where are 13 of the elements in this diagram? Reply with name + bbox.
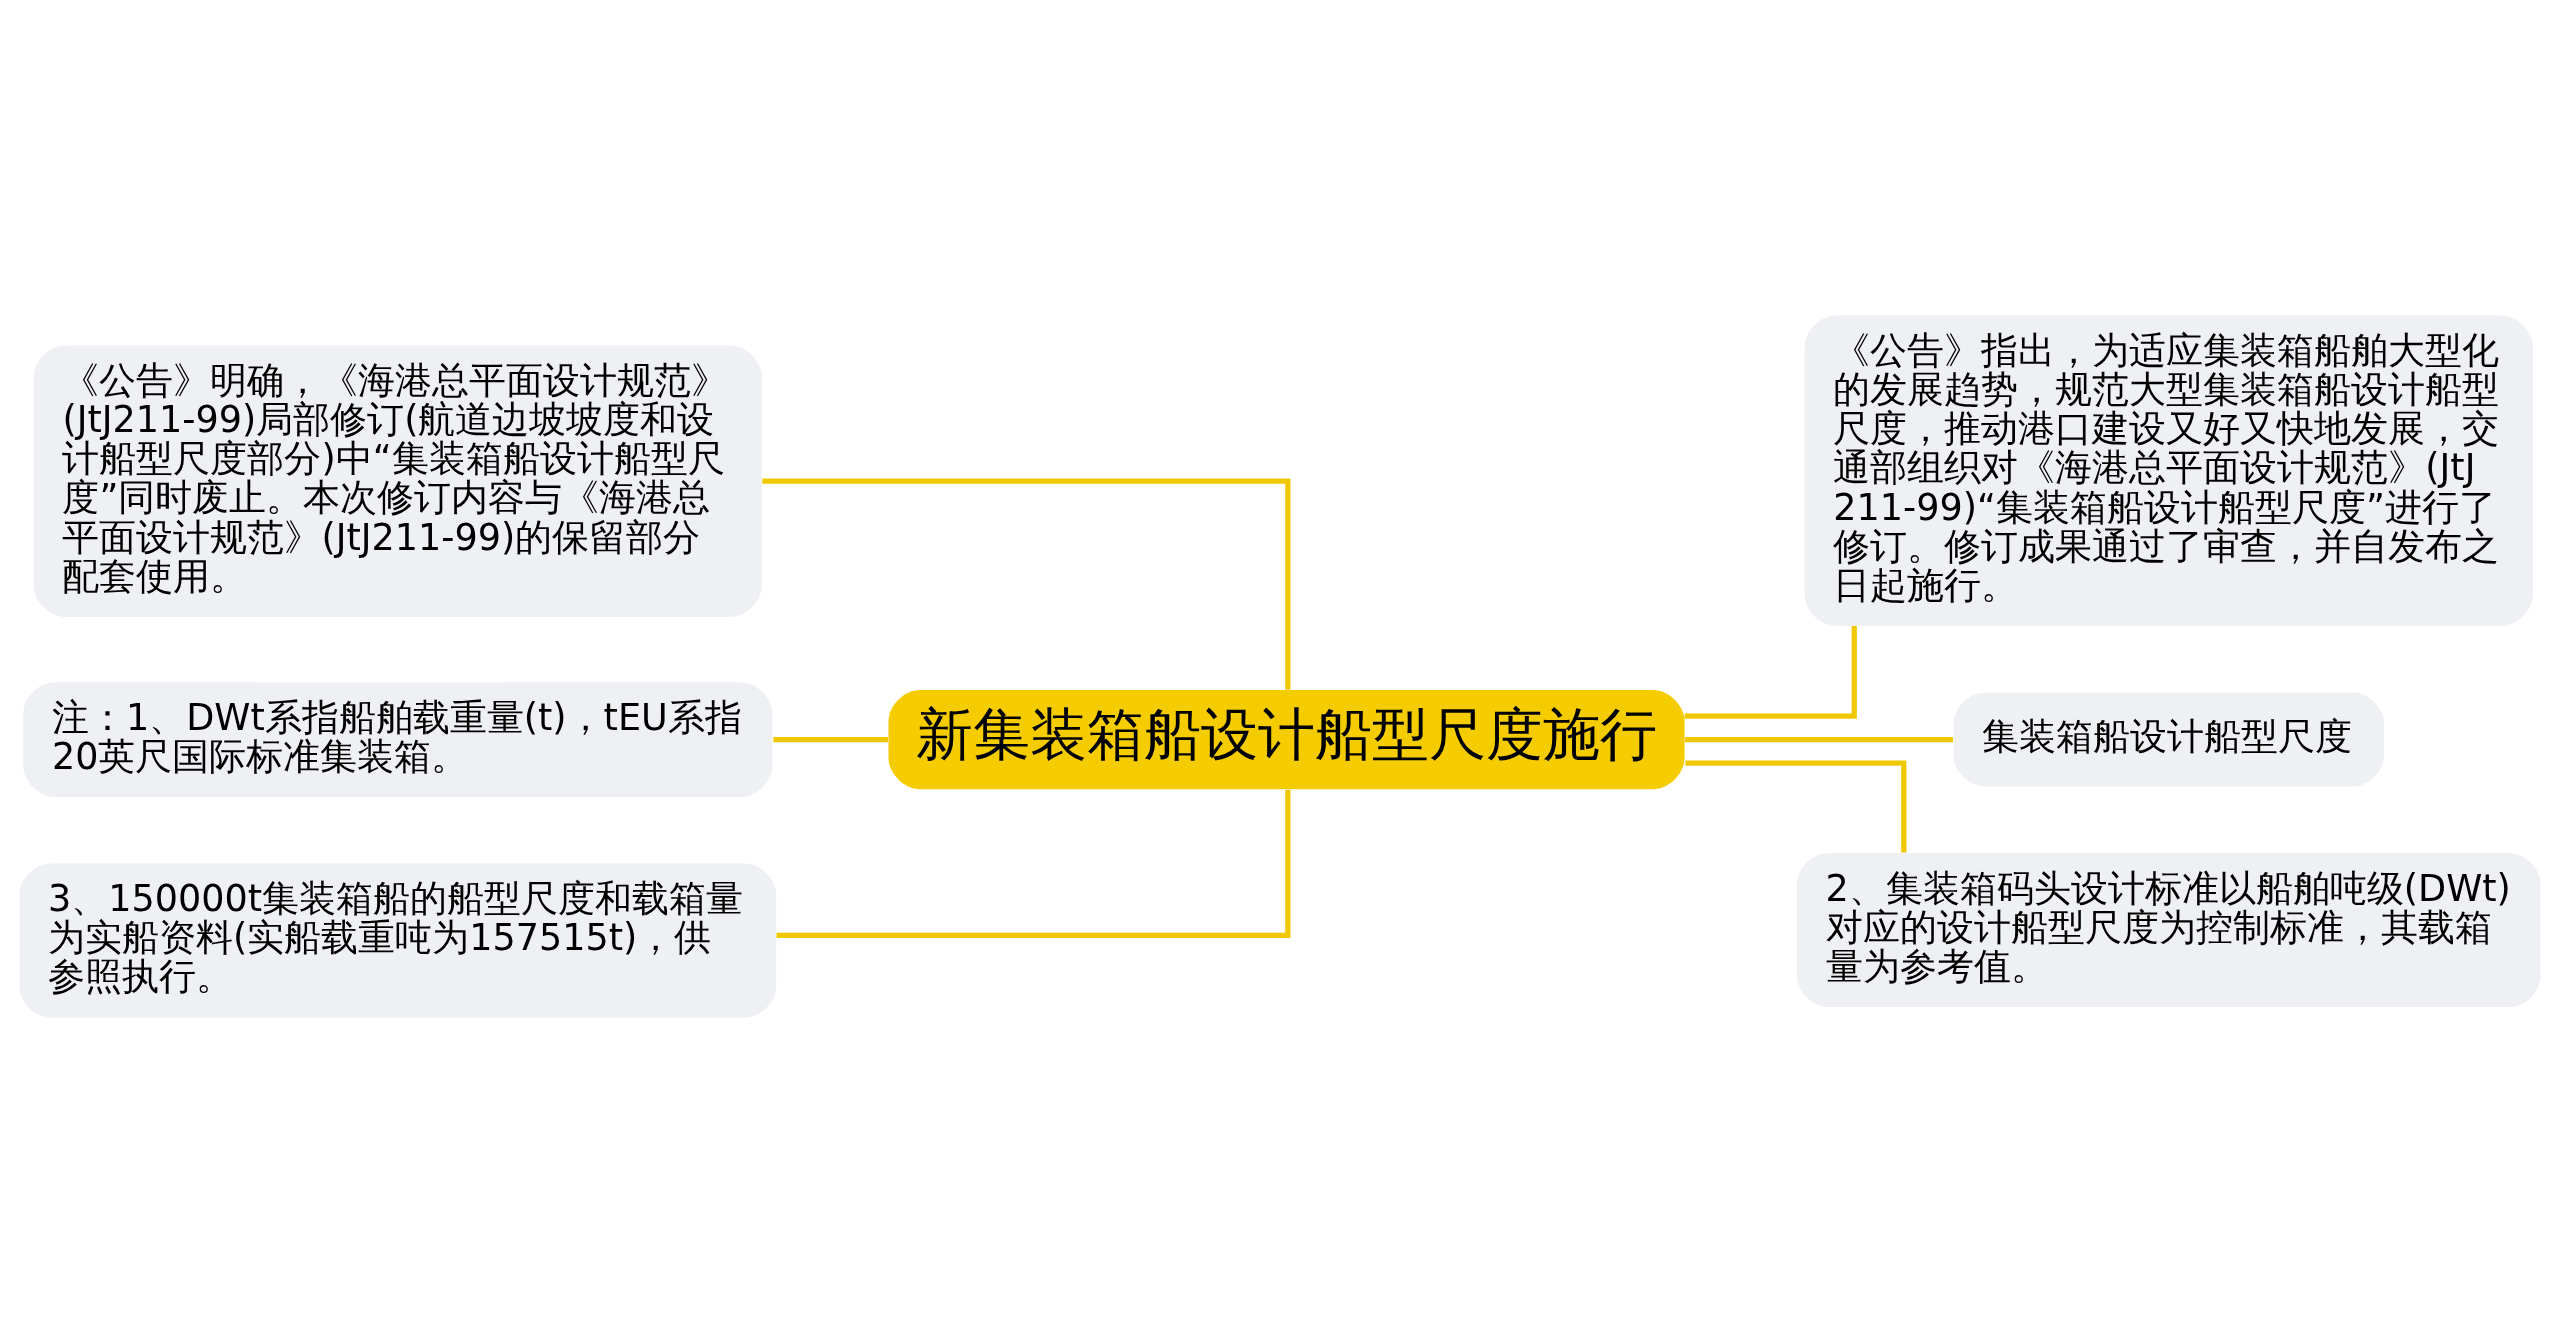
node-box: 2、集装箱码头设计标准以船舶吨级(DWt)对应的设计船型尺度为控制标准，其载箱量为参考值。: [1796, 853, 2541, 1008]
node-box: 《公告》指出，为适应集装箱船舶大型化的发展趋势，规范大型集装箱船设计船型尺度，推动港口建设又好又快地发展，交通部组织对《海港总平面设计规范》(JtJ211-99)“集装箱船设计船型尺度”进行了修订。修订成果通过了审查，并自发布之日起施行。: [1804, 315, 2533, 627]
node-box: 新集装箱船设计船型尺度施行: [888, 690, 1685, 790]
node-box: 注：1、DWt系指船舶载重量(t)，tEU系指20英尺国际标准集装箱。: [23, 682, 773, 797]
connector: [773, 736, 888, 743]
connector: [1685, 736, 1953, 743]
node-box: 集装箱船设计船型尺度: [1953, 692, 2385, 787]
connector: [776, 790, 1291, 938]
connector: [1685, 760, 1907, 853]
node-box: 《公告》明确，《海港总平面设计规范》(JtJ211-99)局部修订(航道边坡坡度和设计船型尺度部分)中“集装箱船设计船型尺度”同时废止。本次修订内容与《海港总平面设计规范》(JtJ211-99)的保留部分配套使用。: [33, 345, 762, 617]
connector: [1684, 626, 1857, 719]
connector: [762, 478, 1291, 690]
node-box: 3、150000t集装箱船的船型尺度和载箱量为实船资料(实船载重吨为157515t)，供参照执行。: [19, 863, 777, 1018]
